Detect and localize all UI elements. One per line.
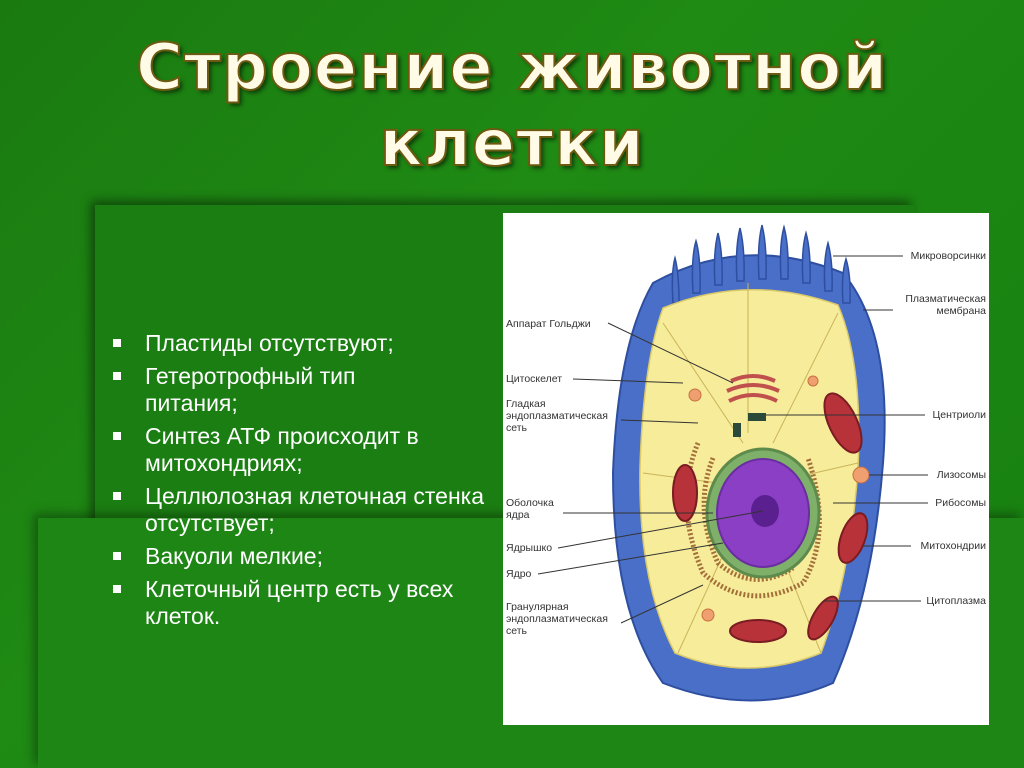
golgi-apparatus-shape (726, 374, 780, 403)
label-cytoplasm: Цитоплазма (926, 595, 986, 607)
square-bullet-icon (113, 585, 121, 593)
label-centrioles: Центриоли (932, 409, 986, 421)
title-text: Строение животной клетки (135, 30, 889, 182)
square-bullet-icon (113, 339, 121, 347)
square-bullet-icon (113, 432, 121, 440)
centriole-shape (748, 413, 766, 421)
label-nucleolus: Ядрышко (506, 542, 553, 554)
label-microvilli: Микроворсинки (910, 250, 986, 262)
bullet-item: Синтез АТФ происходит в митохондриях; (105, 423, 505, 477)
label-rough-er: Гранулярная эндоплазматическая сеть (506, 601, 608, 637)
label-ribosomes: Рибосомы (935, 497, 986, 509)
slide-title: Строение животной клетки (0, 30, 1024, 182)
bullet-list: Пластиды отсутствуют; Гетеротрофный тип … (105, 330, 505, 636)
microvilli-shape (671, 224, 851, 304)
square-bullet-icon (113, 552, 121, 560)
bullet-item: Пластиды отсутствуют; (105, 330, 505, 357)
animal-cell-diagram: Аппарат Гольджи Цитоскелет Гладкая эндоп… (503, 213, 989, 725)
nucleolus-shape (751, 495, 779, 527)
bullet-item: Целлюлозная клеточная стенка отсутствует… (105, 483, 485, 537)
square-bullet-icon (113, 492, 121, 500)
rough-er-shape (684, 442, 822, 599)
mitochondria-shape (672, 392, 869, 643)
label-nuclear-envelope: Оболочка ядра (506, 497, 554, 521)
leader-lines (537, 255, 928, 624)
cell-illustration (537, 224, 928, 702)
label-plasma-membrane: Плазматическая мембрана (905, 293, 986, 317)
bullet-item: Клеточный центр есть у всех клеток. (105, 576, 505, 630)
label-cytoskeleton: Цитоскелет (506, 373, 563, 385)
square-bullet-icon (113, 372, 121, 380)
bullet-item: Гетеротрофный тип питания; (105, 363, 445, 417)
bullet-item: Вакуоли мелкие; (105, 543, 505, 570)
lysosome-shape (688, 375, 870, 622)
label-mitochondria: Митохондрии (920, 540, 987, 552)
label-golgi: Аппарат Гольджи (506, 318, 591, 330)
centriole-shape (733, 423, 741, 437)
label-smooth-er: Гладкая эндоплазматическая сеть (506, 398, 608, 434)
label-lysosomes: Лизосомы (936, 469, 986, 481)
label-nucleus: Ядро (506, 568, 532, 580)
